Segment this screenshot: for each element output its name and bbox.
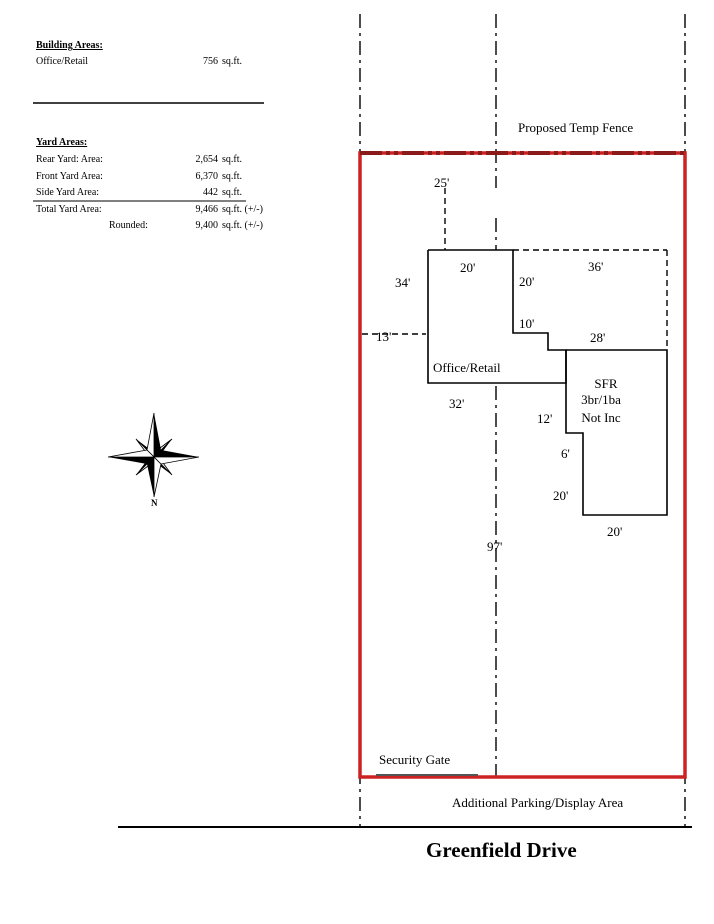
building-areas-header: Building Areas: — [36, 40, 103, 51]
dim-34: 34' — [395, 275, 410, 290]
office-retail-area-value: 756 — [203, 56, 218, 67]
office-retail-label: Office/Retail — [433, 360, 501, 375]
sfr-building — [565, 349, 668, 516]
rounded-value: 9,400 — [196, 220, 219, 231]
dim-20-office-top: 20' — [460, 260, 475, 275]
compass-rose-icon — [107, 412, 200, 498]
temp-fence-label: Proposed Temp Fence — [518, 120, 633, 135]
rear-yard-value: 2,654 — [196, 154, 219, 165]
front-yard-value: 6,370 — [196, 171, 219, 182]
side-yard-unit: sq.ft. — [222, 187, 242, 198]
dim-36: 36' — [588, 259, 603, 274]
dim-6: 6' — [561, 446, 570, 461]
total-yard-label: Total Yard Area: — [36, 204, 102, 215]
sfr-not-inc-label: Not Inc — [581, 410, 621, 425]
dim-20-bottom: 20' — [607, 524, 622, 539]
security-gate-label: Security Gate — [379, 752, 450, 767]
rounded-unit: sq.ft. (+/-) — [222, 220, 263, 231]
sfr-rooms-label: 3br/1ba — [581, 392, 621, 407]
front-yard-unit: sq.ft. — [222, 171, 242, 182]
lot-lines — [359, 14, 686, 827]
property-boundary — [358, 151, 687, 779]
dim-13: 13' — [376, 329, 391, 344]
dim-10: 10' — [519, 316, 534, 331]
dim-28: 28' — [590, 330, 605, 345]
side-yard-label: Side Yard Area: — [36, 187, 99, 198]
office-retail-area-label: Office/Retail — [36, 56, 88, 67]
rear-yard-label: Rear Yard: Area: — [36, 154, 103, 165]
total-yard-value: 9,466 — [196, 204, 219, 215]
dim-97: 97' — [487, 539, 502, 554]
office-retail-area-unit: sq.ft. — [222, 56, 242, 67]
rear-yard-unit: sq.ft. — [222, 154, 242, 165]
dim-32: 32' — [449, 396, 464, 411]
front-yard-label: Front Yard Area: — [36, 171, 103, 182]
street-name: Greenfield Drive — [426, 838, 577, 862]
side-yard-value: 442 — [203, 187, 218, 198]
sfr-label: SFR — [594, 376, 617, 391]
parking-area-label: Additional Parking/Display Area — [452, 795, 623, 810]
compass-north-label: N — [151, 498, 158, 508]
total-yard-unit: sq.ft. (+/-) — [222, 204, 263, 215]
office-retail-building — [427, 249, 567, 384]
dim-12: 12' — [537, 411, 552, 426]
dim-20-side: 20' — [519, 274, 534, 289]
dim-25: 25' — [434, 175, 449, 190]
yard-areas-header: Yard Areas: — [36, 137, 87, 148]
dim-20-lower: 20' — [553, 488, 568, 503]
area-table: Building Areas: Office/Retail 756 sq.ft.… — [33, 40, 264, 231]
rounded-label: Rounded: — [109, 220, 148, 231]
